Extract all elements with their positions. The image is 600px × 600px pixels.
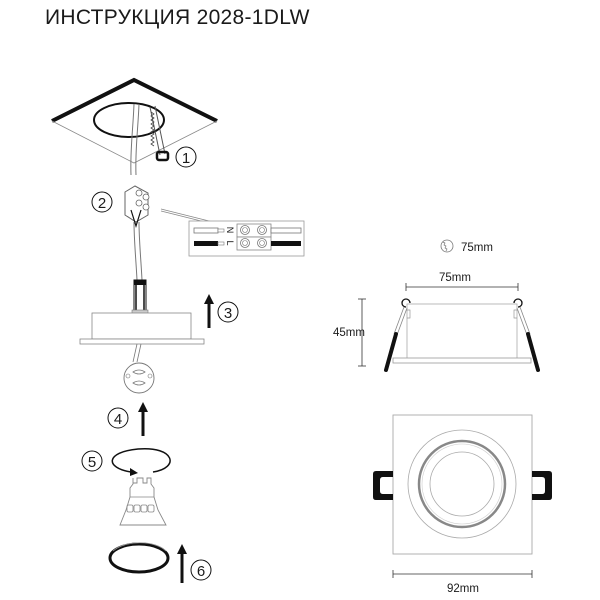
rotate-arrow (111, 448, 171, 476)
power-cable (130, 103, 140, 176)
svg-text:2: 2 (98, 195, 106, 212)
cut-hole-icon (440, 239, 454, 253)
retaining-ring (108, 542, 170, 574)
svg-text:6: 6 (197, 563, 205, 580)
terminal-block (124, 185, 150, 229)
live-label: L (225, 240, 235, 245)
spring-clip (149, 105, 170, 162)
step-2-marker: 2 (91, 191, 113, 213)
svg-text:4: 4 (114, 411, 122, 428)
step-3-marker: 3 (217, 301, 239, 323)
step-4-marker: 4 (107, 407, 129, 429)
fixture-side-view (384, 298, 540, 372)
side-width-line (405, 283, 519, 291)
step-6-marker: 6 (190, 559, 212, 581)
neutral-label: N (225, 227, 235, 234)
svg-text:1: 1 (182, 150, 190, 167)
fixture-body (79, 279, 205, 345)
side-width-dimension: 75mm (439, 272, 471, 284)
svg-text:3: 3 (224, 305, 232, 322)
step-1-marker: 1 (175, 146, 197, 168)
step-3-arrow (204, 294, 214, 328)
fixture-top-view (373, 414, 552, 555)
gu10-socket (123, 343, 155, 394)
page-title: ИНСТРУКЦИЯ 2028-1DLW (45, 6, 310, 29)
cutout-dimension: 75mm (461, 242, 493, 254)
step-6-arrow (177, 544, 187, 583)
step-4-arrow (138, 402, 148, 436)
ceiling-panel (51, 77, 218, 164)
side-height-line (358, 298, 366, 367)
gu10-bulb (119, 477, 167, 526)
svg-text:5: 5 (88, 454, 96, 471)
top-width-line (392, 570, 533, 578)
side-height-dimension: 45mm (333, 327, 365, 339)
top-width-dimension: 92mm (447, 583, 479, 595)
wiring-detail: N L (188, 220, 305, 257)
step-5-marker: 5 (81, 450, 103, 472)
